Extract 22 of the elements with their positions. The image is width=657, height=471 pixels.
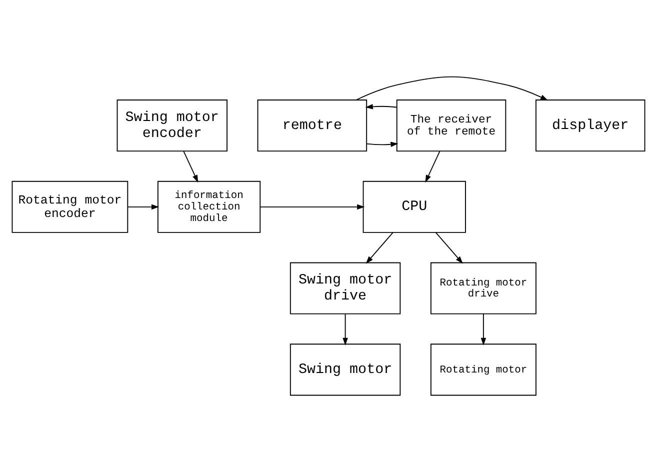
node-box: Swing motor drive [290,262,401,314]
arrow [366,232,394,264]
arrow [183,150,198,182]
arrow [435,232,463,264]
node-box: Swing motor encoder [116,99,228,152]
arrow [127,204,160,210]
arrow [366,141,398,147]
node-box: Rotating motor drive [430,262,536,314]
arrow [425,150,440,182]
arrow [365,104,398,109]
node-box: Rotating motor [430,343,536,396]
node-box: CPU [362,180,466,232]
node-box: information collection module [157,180,261,232]
node-box: Rotating motor encoder [12,180,128,232]
arrow [356,76,548,100]
node-box: The receiver of the remote [396,99,506,152]
arrow [260,204,365,210]
arrow [480,312,486,345]
node-box: Swing motor [290,343,401,396]
node-box: displayer [536,99,646,152]
node-box: remotre [257,99,368,152]
arrow [342,312,348,345]
